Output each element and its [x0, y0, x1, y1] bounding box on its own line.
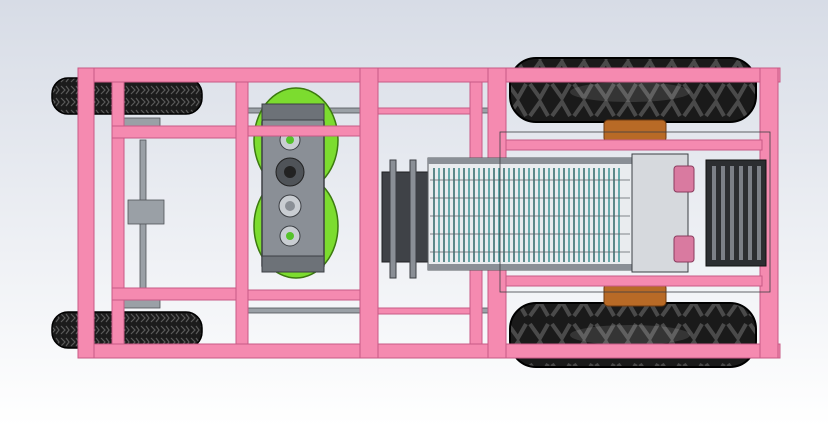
front-wheel-bottom	[51, 311, 203, 349]
rear-hub-top	[603, 119, 667, 143]
frame-outline	[499, 131, 771, 293]
sieve-bar	[748, 166, 752, 260]
sieve-bar	[712, 166, 716, 260]
front-wheel-top	[51, 77, 203, 115]
sieve-bar	[730, 166, 734, 260]
harvester-tine-array	[430, 168, 630, 262]
threshing-drum	[381, 159, 431, 279]
conveyor-belt	[427, 157, 633, 271]
sieve-bar	[757, 166, 761, 260]
sieve-bar	[739, 166, 743, 260]
rear-sieve-grid	[712, 166, 761, 260]
gearbox	[261, 103, 325, 273]
sieve-bar	[721, 166, 725, 260]
rear-hub-bottom	[603, 283, 667, 307]
main-frame	[77, 67, 781, 359]
